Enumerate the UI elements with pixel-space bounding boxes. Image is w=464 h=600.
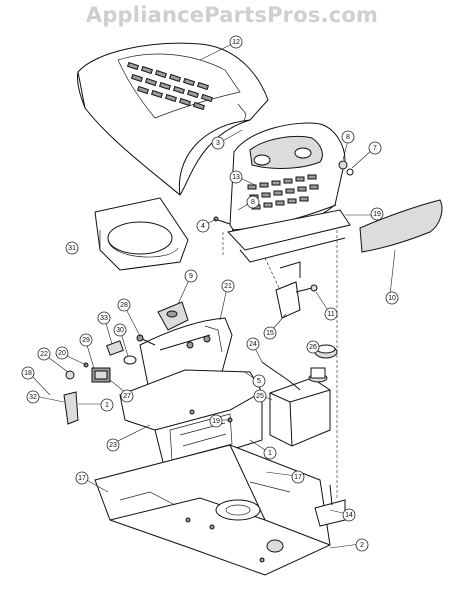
- callout-12: 12: [229, 35, 243, 49]
- hood-vents: [126, 61, 214, 111]
- callout-label: 21: [224, 283, 232, 290]
- callout-label: 31: [68, 245, 76, 252]
- hood-bracket: [227, 209, 351, 263]
- callout-label: 30: [116, 327, 124, 334]
- callout-25: 25: [253, 389, 267, 403]
- callout-18: 18: [21, 366, 35, 380]
- callout-19: 19: [209, 414, 223, 428]
- callout-label: 14: [345, 512, 353, 519]
- callout-14: 14: [342, 508, 356, 522]
- callout-label: 2: [360, 542, 364, 549]
- callout-label: 25: [256, 393, 264, 400]
- callout-label: 10: [388, 295, 396, 302]
- callout-26: 26: [306, 340, 320, 354]
- callout-label: 11: [327, 311, 334, 318]
- callout-label: 3: [216, 140, 220, 147]
- callout-4: 4: [196, 219, 210, 233]
- callout-9: 9: [184, 269, 198, 283]
- callout-15: 15: [263, 326, 277, 340]
- callout-7: 7: [368, 141, 382, 155]
- callout-8: 8: [341, 130, 355, 144]
- callout-label: 32: [29, 394, 37, 401]
- callout-label: 8: [346, 134, 350, 141]
- hood-fasteners: [213, 160, 354, 225]
- callout-label: 13: [232, 174, 240, 181]
- callout-2: 2: [355, 538, 369, 552]
- callout-22: 22: [37, 347, 51, 361]
- bumper-strip: [359, 199, 443, 253]
- callout-17: 17: [291, 470, 305, 484]
- callout-1: 1: [263, 446, 277, 460]
- callout-label: 15: [266, 330, 274, 337]
- battery-tray: [94, 197, 189, 271]
- callout-21: 21: [221, 279, 235, 293]
- callout-label: 19: [373, 211, 381, 218]
- callout-label: 8: [251, 199, 255, 206]
- callout-label: 12: [232, 39, 240, 46]
- callout-label: 1: [105, 402, 109, 409]
- switch-parts: [63, 334, 156, 425]
- callout-label: 20: [58, 350, 66, 357]
- callout-8: 8: [246, 195, 260, 209]
- callout-label: 24: [249, 341, 257, 348]
- callout-30: 30: [113, 323, 127, 337]
- callout-5: 5: [252, 374, 266, 388]
- callout-label: 1: [268, 450, 272, 457]
- callout-10: 10: [385, 291, 399, 305]
- watermark: AppliancePartsPros.com: [85, 3, 379, 27]
- callout-label: 18: [24, 370, 32, 377]
- callout-13: 13: [229, 170, 243, 184]
- callout-label: 5: [257, 378, 261, 385]
- leader-lines: [29, 43, 396, 549]
- callout-label: 33: [100, 315, 108, 322]
- callout-label: 7: [373, 145, 377, 152]
- callout-17: 17: [75, 471, 89, 485]
- callout-33: 33: [97, 311, 111, 325]
- assembly-lines: [222, 230, 338, 500]
- front-bracket: [314, 484, 346, 527]
- callout-label: 17: [78, 475, 86, 482]
- fuel-line: [261, 361, 301, 391]
- callout-20: 20: [55, 346, 69, 360]
- hood-top: [77, 42, 269, 196]
- callout-label: 26: [309, 344, 317, 351]
- callout-1: 1: [100, 398, 114, 412]
- callout-32: 32: [26, 390, 40, 404]
- callout-label: 22: [40, 351, 48, 358]
- callout-19: 19: [370, 207, 384, 221]
- front-grille: [229, 122, 346, 241]
- callout-27: 27: [120, 389, 134, 403]
- callout-29: 29: [79, 333, 93, 347]
- callout-label: 28: [120, 302, 128, 309]
- callout-31: 31: [65, 241, 79, 255]
- seat-bracket: [157, 301, 189, 331]
- callout-label: 17: [294, 474, 302, 481]
- callout-label: 19: [212, 418, 220, 425]
- callout-28: 28: [117, 298, 131, 312]
- callout-23: 23: [106, 438, 120, 452]
- callout-3: 3: [211, 136, 225, 150]
- chassis-frame: [94, 444, 331, 576]
- callout-label: 4: [201, 223, 205, 230]
- callout-label: 9: [189, 273, 193, 280]
- fuel-tank: [269, 367, 331, 447]
- hood-hinge: [275, 261, 318, 319]
- callout-label: 23: [109, 442, 117, 449]
- callout-24: 24: [246, 337, 260, 351]
- callout-label: 29: [82, 337, 90, 344]
- callout-label: 27: [123, 393, 131, 400]
- callout-11: 11: [324, 307, 338, 321]
